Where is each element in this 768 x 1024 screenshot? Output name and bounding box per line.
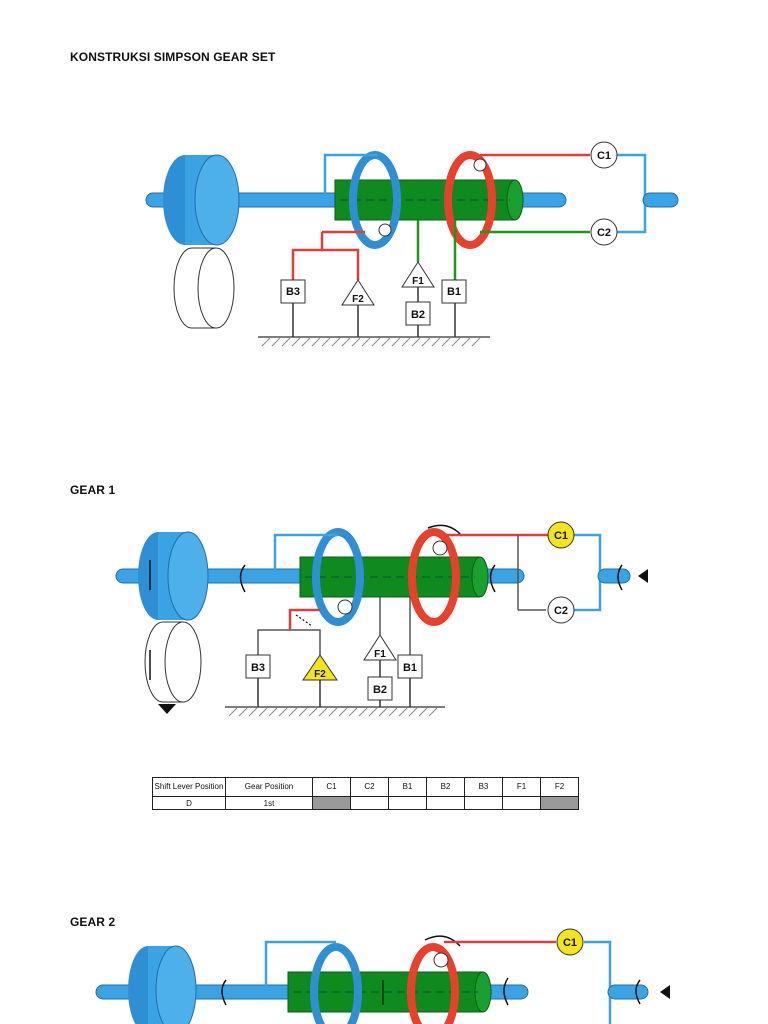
table-header-cell: B1 xyxy=(388,777,427,797)
shift-position-cell: D xyxy=(152,796,226,810)
gear1-one-way-clutch-f1-label: F1 xyxy=(374,649,386,660)
gear-1-diagram: C1 C2 B3 F2 F1 B2 B1 xyxy=(115,521,648,717)
table-header-cell: B3 xyxy=(464,777,503,797)
gear-position-cell: 1st xyxy=(225,796,313,810)
b1-cell xyxy=(388,796,427,810)
gear1-one-way-clutch-f2-symbol xyxy=(302,654,338,681)
clutch-c1-symbol xyxy=(590,141,618,169)
one-way-clutch-f2-symbol xyxy=(341,279,375,306)
clutch-c2-label: C2 xyxy=(597,227,611,239)
gear1-brake-b3-box xyxy=(245,654,271,679)
brake-b1-box xyxy=(441,279,467,304)
gear1-brake-b1-label: B1 xyxy=(403,662,417,674)
gear1-clutch-c2-symbol xyxy=(547,596,575,624)
heading-construction: KONSTRUKSI SIMPSON GEAR SET xyxy=(70,50,276,64)
b2-cell xyxy=(426,796,465,810)
f1-cell xyxy=(502,796,541,810)
table-header-cell: Shift Lever Position xyxy=(152,777,226,797)
gear1-brake-b3-label: B3 xyxy=(251,662,265,674)
gear1-brake-b2-box xyxy=(367,676,393,701)
gear-2-diagram: C1 xyxy=(95,928,670,1024)
b3-cell xyxy=(464,796,503,810)
table-row: D 1st xyxy=(152,796,579,810)
shift-engagement-table: Shift Lever Position Gear Position C1 C2… xyxy=(152,777,579,810)
brake-b1-label: B1 xyxy=(447,286,461,298)
gear2-clutch-c1-label: C1 xyxy=(563,937,577,949)
heading-gear-2: GEAR 2 xyxy=(70,915,116,929)
brake-b3-box xyxy=(280,279,306,304)
f2-engaged-cell xyxy=(540,796,579,810)
table-header-cell: C2 xyxy=(350,777,389,797)
table-header-cell: B2 xyxy=(426,777,465,797)
brake-b2-label: B2 xyxy=(411,309,425,321)
table-header-row: Shift Lever Position Gear Position C1 C2… xyxy=(152,777,579,797)
table-header-cell: Gear Position xyxy=(225,777,313,797)
table-header-cell: C1 xyxy=(312,777,351,797)
gear1-brake-b2-label: B2 xyxy=(373,684,387,696)
one-way-clutch-f2-label: F2 xyxy=(352,294,364,305)
simpson-gear-set-diagram: C1 C2 B3 F2 F1 B2 B1 xyxy=(145,141,679,347)
table-header-cell: F2 xyxy=(540,777,579,797)
c2-cell xyxy=(350,796,389,810)
gear2-clutch-c1-symbol xyxy=(556,928,584,956)
table-header-cell: F1 xyxy=(502,777,541,797)
gear1-brake-b1-box xyxy=(397,654,423,679)
clutch-c1-label: C1 xyxy=(597,150,611,162)
gear1-one-way-clutch-f2-label: F2 xyxy=(314,669,326,680)
gear1-clutch-c2-label: C2 xyxy=(554,605,568,617)
one-way-clutch-f1-label: F1 xyxy=(412,276,424,287)
gear1-clutch-c1-label: C1 xyxy=(554,530,568,542)
clutch-c2-symbol xyxy=(590,218,618,246)
c1-engaged-cell xyxy=(312,796,351,810)
gear1-clutch-c1-symbol xyxy=(547,521,575,549)
heading-gear-1: GEAR 1 xyxy=(70,483,116,497)
brake-b2-box xyxy=(405,301,431,326)
brake-b3-label: B3 xyxy=(286,286,300,298)
